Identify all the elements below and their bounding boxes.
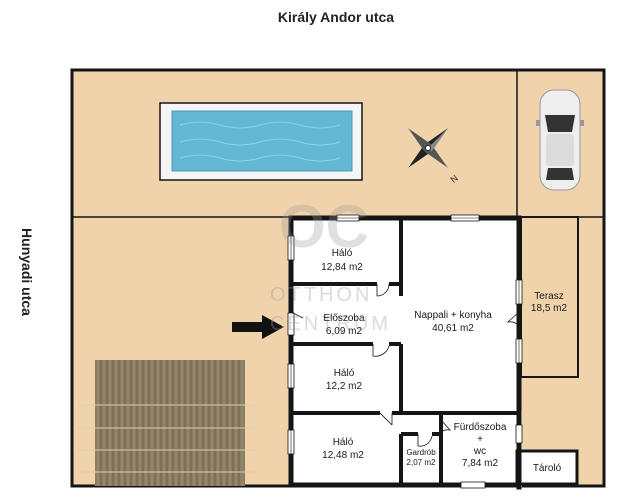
- compass-label: N: [448, 173, 459, 185]
- door-swing: [372, 344, 390, 357]
- door-swing: [290, 311, 304, 319]
- room-halo-3: Háló 12,48 m2: [322, 437, 364, 461]
- street-label-top: Király Andor utca: [278, 9, 394, 25]
- compass-icon: [408, 128, 448, 168]
- room-name: Nappali + konyha: [414, 310, 492, 321]
- room-gardrob: Gardrób 2,07 m2: [406, 448, 436, 467]
- house: [287, 214, 579, 490]
- room-area: 18,5 m2: [531, 303, 568, 314]
- room-eloszoba: Előszoba 6,09 m2: [323, 313, 365, 337]
- storage-room: [515, 449, 579, 486]
- room-name: Gardrób: [406, 448, 436, 457]
- watermark-line2: CENTRUM: [270, 313, 391, 335]
- room-name: Háló: [333, 437, 354, 448]
- room-name: Háló: [332, 248, 353, 259]
- room-area: 12,84 m2: [321, 262, 363, 273]
- room-name: Fürdőszoba: [454, 422, 507, 433]
- room-name: Terasz: [534, 291, 563, 302]
- room-area: 12,48 m2: [322, 450, 364, 461]
- door-swing: [417, 434, 433, 447]
- room-area: 12,2 m2: [326, 381, 363, 392]
- room-halo-1: Háló 12,84 m2: [321, 248, 363, 273]
- door-swing: [379, 412, 393, 426]
- room-terasz: Terasz 18,5 m2: [531, 291, 568, 314]
- watermark: OC OTTHON CENTRUM: [270, 193, 391, 335]
- door-swing: [506, 311, 520, 327]
- room-area: 2,07 m2: [407, 458, 436, 467]
- door-swing: [376, 283, 390, 297]
- room-name: Előszoba: [323, 313, 365, 324]
- room-name-3: wc: [473, 446, 486, 457]
- window: [515, 424, 523, 444]
- watermark-line1: OTTHON: [270, 284, 372, 306]
- watermark-logo: OC: [279, 193, 369, 260]
- pool: [159, 102, 363, 181]
- car-icon: [536, 89, 584, 191]
- room-tarolo: Tároló: [533, 463, 562, 474]
- room-furdo: Fürdőszoba + wc 7,84 m2: [454, 422, 507, 469]
- window: [460, 481, 486, 489]
- room-name: Tároló: [533, 463, 562, 474]
- room-halo-2: Háló 12,2 m2: [326, 368, 363, 392]
- room-area: 40,61 m2: [432, 323, 474, 334]
- entrance-arrow-icon: [232, 315, 284, 339]
- room-nappali: Nappali + konyha 40,61 m2: [414, 310, 492, 334]
- room-name: Háló: [334, 368, 355, 379]
- door-swing: [440, 419, 452, 433]
- room-area: 6,09 m2: [326, 326, 363, 337]
- wooden-deck: [78, 360, 255, 486]
- entrance-door: [287, 312, 295, 336]
- street-label-left: Hunyadi utca: [19, 228, 35, 316]
- room-area: 7,84 m2: [462, 458, 499, 469]
- terrace-area: [520, 216, 579, 378]
- room-name-2: +: [477, 434, 483, 445]
